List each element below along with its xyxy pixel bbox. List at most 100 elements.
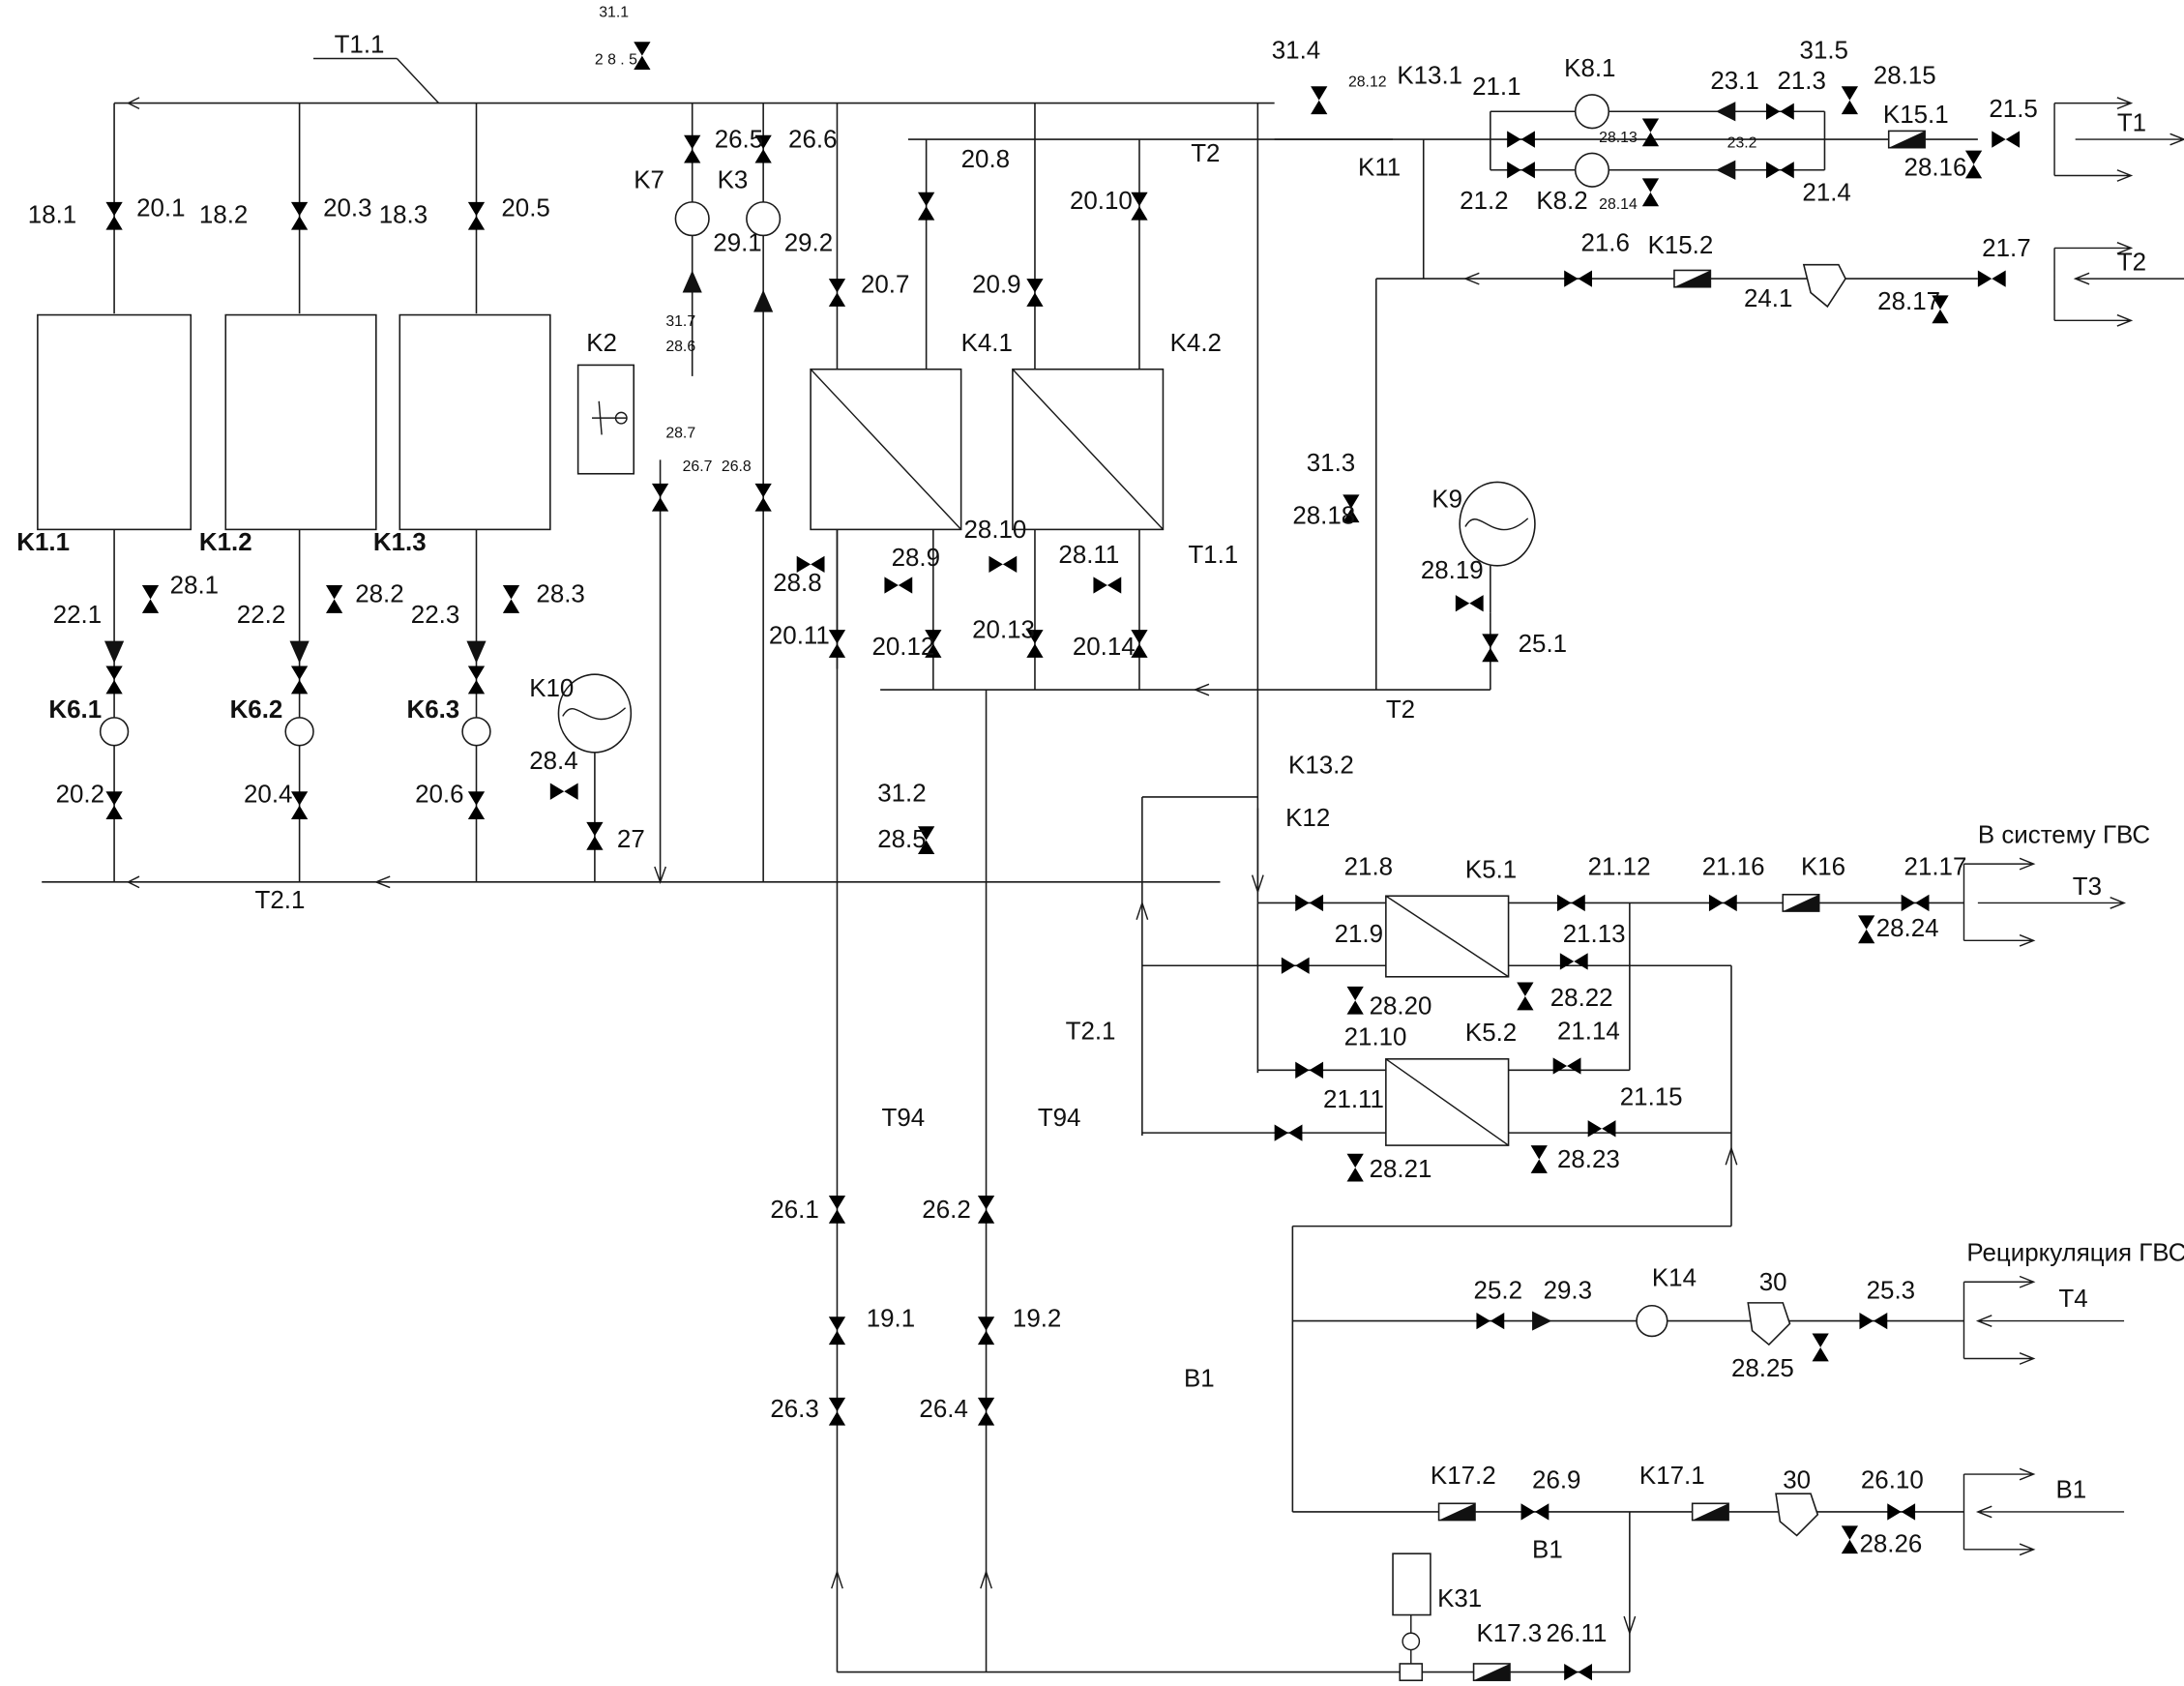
label-k5-2: K5.2: [1465, 1020, 1517, 1047]
label-28-26: 28.26: [1859, 1531, 1922, 1558]
label-k1-3: K1.3: [373, 529, 427, 556]
label-t1-1-top: T1.1: [335, 32, 385, 59]
pump-k6-2: [284, 717, 314, 747]
label-k14: K14: [1652, 1265, 1697, 1292]
label-out-t1: T1: [2117, 109, 2146, 136]
label-out-b1: B1: [2056, 1477, 2087, 1504]
label-k4-2: K4.2: [1170, 330, 1222, 357]
label-21-16: 21.16: [1702, 854, 1765, 881]
label-21-2: 21.2: [1460, 188, 1508, 215]
label-k5-1: K5.1: [1465, 857, 1517, 884]
label-28-10: 28.10: [964, 517, 1027, 544]
label-26-3: 26.3: [770, 1396, 818, 1423]
label-k6-3: K6.3: [406, 696, 459, 724]
boiler-k1-2: [224, 313, 377, 531]
label-28-21: 28.21: [1370, 1156, 1432, 1183]
label-19-1: 19.1: [867, 1305, 915, 1332]
label-k12: K12: [1285, 805, 1330, 832]
label-k17-2: K17.2: [1431, 1463, 1496, 1490]
heat-exchangers: [810, 368, 1510, 1146]
label-20-8: 20.8: [961, 146, 1010, 173]
meters: [1437, 130, 1926, 1682]
label-k1-2: K1.2: [199, 529, 252, 556]
label-28-18: 28.18: [1292, 503, 1355, 530]
label-28-6: 28.6: [665, 339, 695, 355]
label-27: 27: [617, 826, 645, 853]
label-20-13: 20.13: [972, 617, 1035, 644]
label-k13-1: K13.1: [1397, 62, 1462, 89]
label-b1-b: B1: [1532, 1536, 1563, 1563]
label-18-1: 18.1: [28, 201, 76, 228]
label-k9: K9: [1431, 486, 1462, 513]
label-21-17: 21.17: [1904, 854, 1967, 881]
label-26-2: 26.2: [922, 1197, 970, 1224]
label-20-10: 20.10: [1070, 188, 1133, 215]
label-23-1: 23.1: [1710, 68, 1758, 95]
label-18-3: 18.3: [379, 201, 428, 228]
label-26-11: 26.11: [1546, 1620, 1607, 1647]
label-t2-1-bottom: T2.1: [255, 887, 306, 914]
label-20-12: 20.12: [871, 634, 934, 661]
label-k31: K31: [1437, 1585, 1482, 1612]
label-31-4: 31.4: [1272, 37, 1320, 64]
label-31-7: 31.7: [665, 313, 695, 330]
pump-k3: [746, 201, 782, 237]
label-k8-1: K8.1: [1564, 55, 1615, 82]
label-31-2: 31.2: [877, 780, 926, 807]
label-21-13: 21.13: [1563, 921, 1626, 948]
label-31-5: 31.5: [1800, 37, 1848, 64]
label-20-11: 20.11: [769, 623, 830, 650]
pump-k6-1: [99, 717, 130, 747]
label-26-7: 26.7: [683, 458, 713, 475]
label-28-5: 28.5: [877, 826, 926, 853]
label-21-5: 21.5: [1989, 96, 2037, 123]
label-20-2: 20.2: [56, 782, 104, 809]
boiler-k1-1: [37, 313, 192, 531]
pump-k8-2: [1574, 152, 1610, 188]
outlet-arrows: [1963, 97, 2184, 1556]
label-28-7: 28.7: [665, 425, 695, 441]
label-31-3: 31.3: [1307, 450, 1355, 477]
label-k17-3: K17.3: [1476, 1620, 1542, 1647]
label-26-1: 26.1: [770, 1197, 818, 1224]
label-28-14: 28.14: [1599, 196, 1638, 213]
pump-k6-3: [461, 717, 491, 747]
label-k6-2: K6.2: [230, 696, 283, 724]
label-30-b: 30: [1783, 1466, 1811, 1494]
filters: [1747, 263, 1846, 1537]
label-21-1: 21.1: [1472, 74, 1520, 101]
label-21-11: 21.11: [1323, 1086, 1384, 1113]
label-28-11: 28.11: [1058, 542, 1119, 569]
label-20-7: 20.7: [861, 272, 909, 299]
label-30-a: 30: [1759, 1269, 1787, 1296]
label-28-25: 28.25: [1731, 1355, 1794, 1382]
label-28-2: 28.2: [355, 580, 403, 607]
pumps: [99, 94, 1668, 1338]
label-21-3: 21.3: [1778, 68, 1826, 95]
label-21-10: 21.10: [1344, 1023, 1407, 1050]
label-26-10: 26.10: [1861, 1466, 1924, 1494]
label-28-20: 28.20: [1370, 993, 1432, 1020]
label-k4-1: K4.1: [961, 330, 1013, 357]
label-28-15: 28.15: [1874, 62, 1936, 89]
label-28-16: 28.16: [1904, 154, 1967, 181]
label-20-1: 20.1: [136, 194, 185, 222]
label-20-14: 20.14: [1073, 634, 1136, 661]
label-t2-top: T2: [1191, 140, 1220, 167]
pump-k7: [674, 201, 710, 237]
label-22-1: 22.1: [53, 602, 102, 629]
check-valves: [104, 102, 1736, 1331]
label-20-5: 20.5: [501, 194, 549, 222]
label-19-2: 19.2: [1013, 1305, 1061, 1332]
label-26-8: 26.8: [722, 458, 752, 475]
label-28-3: 28.3: [536, 580, 584, 607]
expansion-tank-k9: [1459, 481, 1536, 567]
boiler-k1-3: [398, 313, 551, 531]
label-k17-1: K17.1: [1639, 1463, 1705, 1490]
label-23-2: 23.2: [1727, 135, 1757, 152]
label-21-7: 21.7: [1982, 235, 2030, 262]
label-k6-1: K6.1: [48, 696, 102, 724]
label-26-4: 26.4: [919, 1396, 967, 1423]
label-28-19: 28.19: [1421, 557, 1484, 584]
pump-k14: [1636, 1304, 1668, 1338]
